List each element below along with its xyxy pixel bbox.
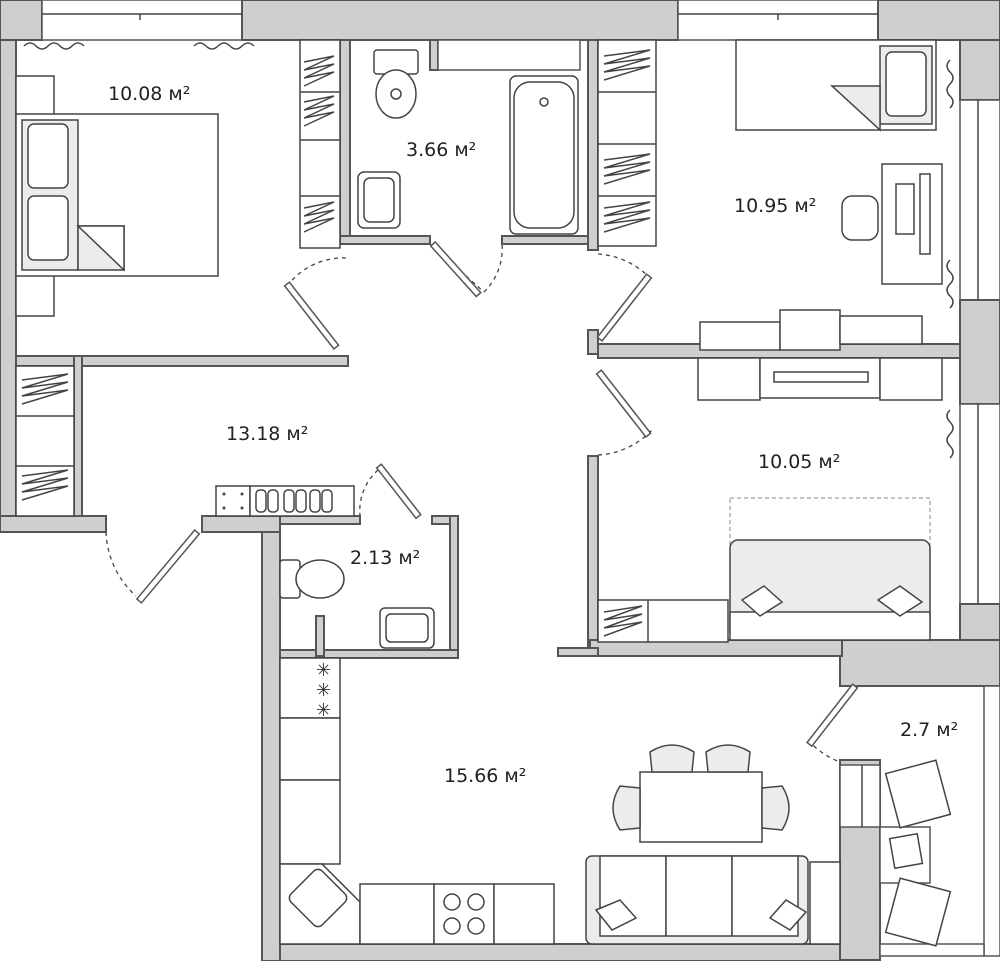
dining-table [639, 771, 763, 843]
chair [841, 195, 879, 241]
area-label-bathroom: 3.66 м² [406, 139, 476, 161]
svg-text:✳: ✳ [316, 660, 331, 681]
area-label-bedroom-left: 10.08 м² [108, 83, 190, 105]
area-label-hallway: 13.18 м² [226, 423, 308, 445]
pillow [27, 195, 69, 261]
washing-machine [279, 717, 341, 781]
wc-fixtures [279, 559, 435, 649]
cooktop [433, 883, 495, 945]
closet [597, 599, 729, 643]
bookshelf [809, 861, 841, 945]
area-label-wc: 2.13 м² [350, 547, 420, 569]
kitchen-furniture: ✳ ✳ ✳ [279, 657, 841, 945]
kitchen-sink [288, 868, 348, 928]
lounger [884, 759, 952, 829]
svg-text:✳: ✳ [316, 680, 331, 701]
interior-walls [15, 39, 961, 659]
bathroom-fixtures [357, 39, 657, 247]
pillow [885, 51, 927, 117]
area-label-kitchen-living: 15.66 м² [444, 765, 526, 787]
room-labels: 10.08 м² 3.66 м² 10.95 м² 13.18 м² 2.13 … [108, 83, 958, 787]
svg-text:✳: ✳ [316, 700, 331, 721]
lounger [884, 877, 952, 947]
pillow [27, 123, 69, 189]
area-label-balcony: 2.7 м² [900, 719, 958, 741]
doors [105, 240, 859, 763]
left-bedroom-furniture [15, 39, 355, 517]
area-label-bedroom-right: 10.05 м² [758, 451, 840, 473]
balcony-furniture [884, 759, 952, 947]
top-right-bedroom-furniture [699, 39, 954, 351]
right-bedroom-furniture [597, 357, 954, 643]
area-label-bedroom-top-right: 10.95 м² [734, 195, 816, 217]
toilet-bowl [295, 559, 345, 599]
